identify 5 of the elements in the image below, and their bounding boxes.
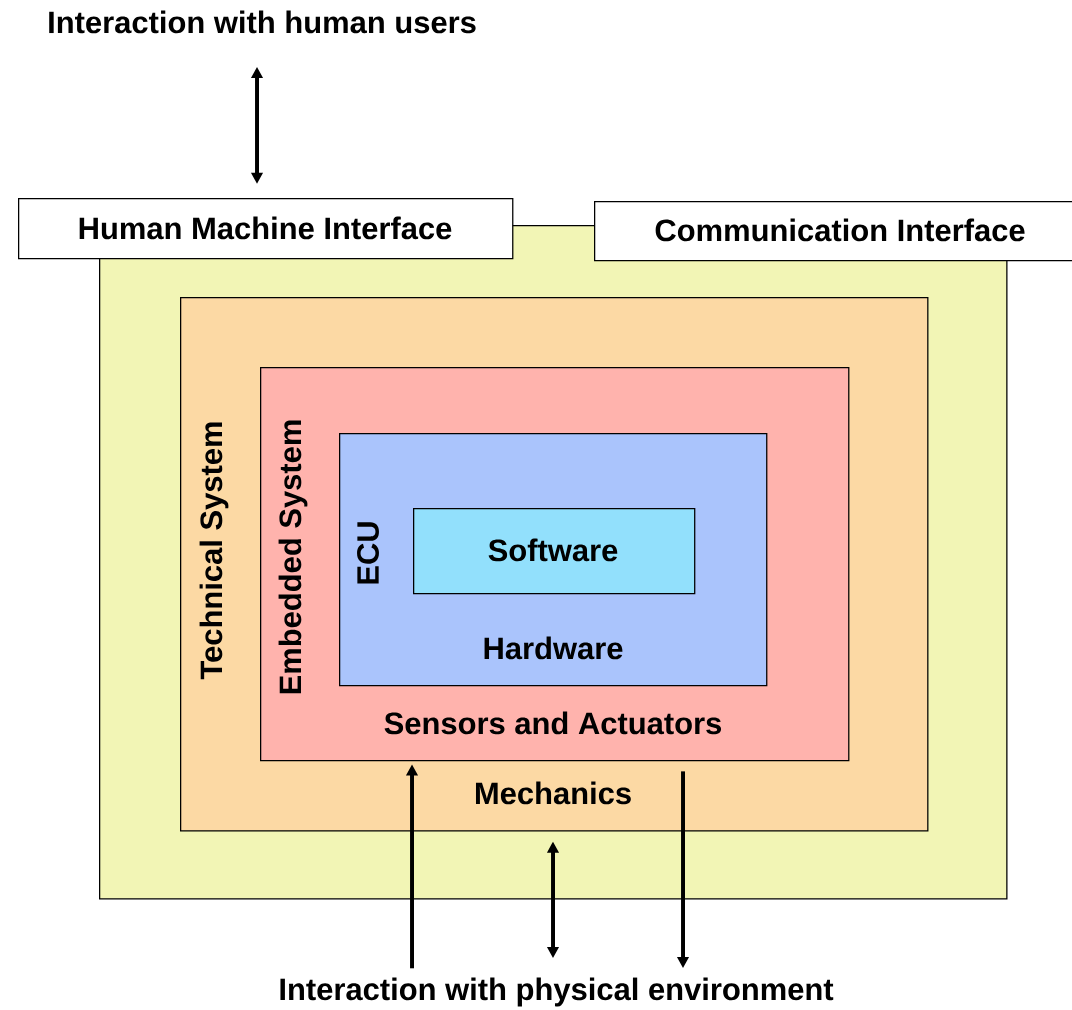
- interface-box: Human Machine Interface: [18, 198, 514, 260]
- interface-box: Communication Interface: [594, 201, 1072, 262]
- heading-text: Interaction with human users: [49, 10, 476, 34]
- software-box: Software: [413, 508, 696, 595]
- heading-text: Interaction with physical environment: [280, 977, 834, 1007]
